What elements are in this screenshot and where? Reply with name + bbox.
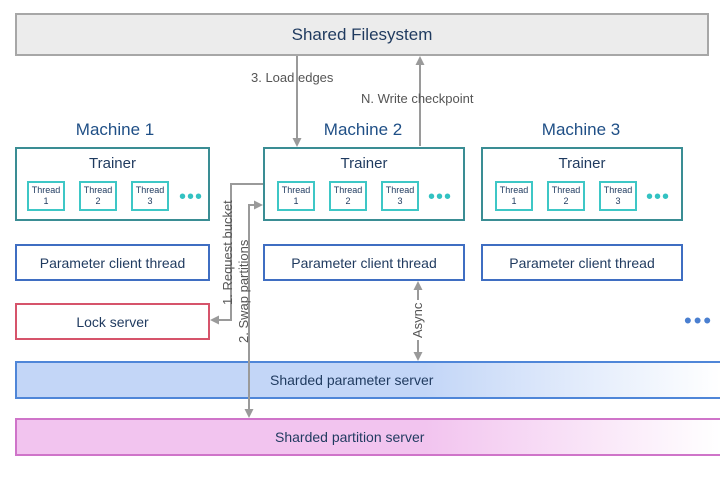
lock-server-box: Lock server <box>15 303 210 340</box>
more-machines-ellipsis: ••• <box>684 308 714 333</box>
machine-3-title: Machine 3 <box>541 120 621 139</box>
sharded-partition-server-box: Sharded partition server <box>15 418 720 456</box>
machine-2-more-threads: ••• <box>428 186 453 208</box>
load-edges-label: 3. Load edges <box>251 70 334 85</box>
request-bucket-label: 1. Request bucket <box>220 200 235 305</box>
async-label: Async <box>410 302 425 338</box>
trainer-label: Trainer <box>558 155 606 172</box>
machine-3-more-threads: ••• <box>646 186 671 208</box>
shared-filesystem-box: Shared Filesystem <box>15 13 709 56</box>
machine-1-title: Machine 1 <box>75 120 155 139</box>
request-bucket-arrow <box>210 183 263 325</box>
machine-2-title: Machine 2 <box>323 120 403 139</box>
machine-1-more-threads: ••• <box>179 186 204 208</box>
trainer-label: Trainer <box>340 155 388 172</box>
machine-1-parameter-client-thread: Parameter client thread <box>15 244 210 281</box>
sharded-parameter-server-box: Sharded parameter server <box>15 361 720 399</box>
swap-partitions-arrow <box>248 200 263 416</box>
trainer-label: Trainer <box>89 155 136 172</box>
swap-partitions-label: 2. Swap partitions <box>236 239 251 343</box>
machine-2-parameter-client-thread: Parameter client thread <box>263 244 465 281</box>
machine-3-parameter-client-thread: Parameter client thread <box>481 244 683 281</box>
write-checkpoint-label: N. Write checkpoint <box>361 91 474 106</box>
shared-filesystem-label: Shared Filesystem <box>291 24 433 44</box>
